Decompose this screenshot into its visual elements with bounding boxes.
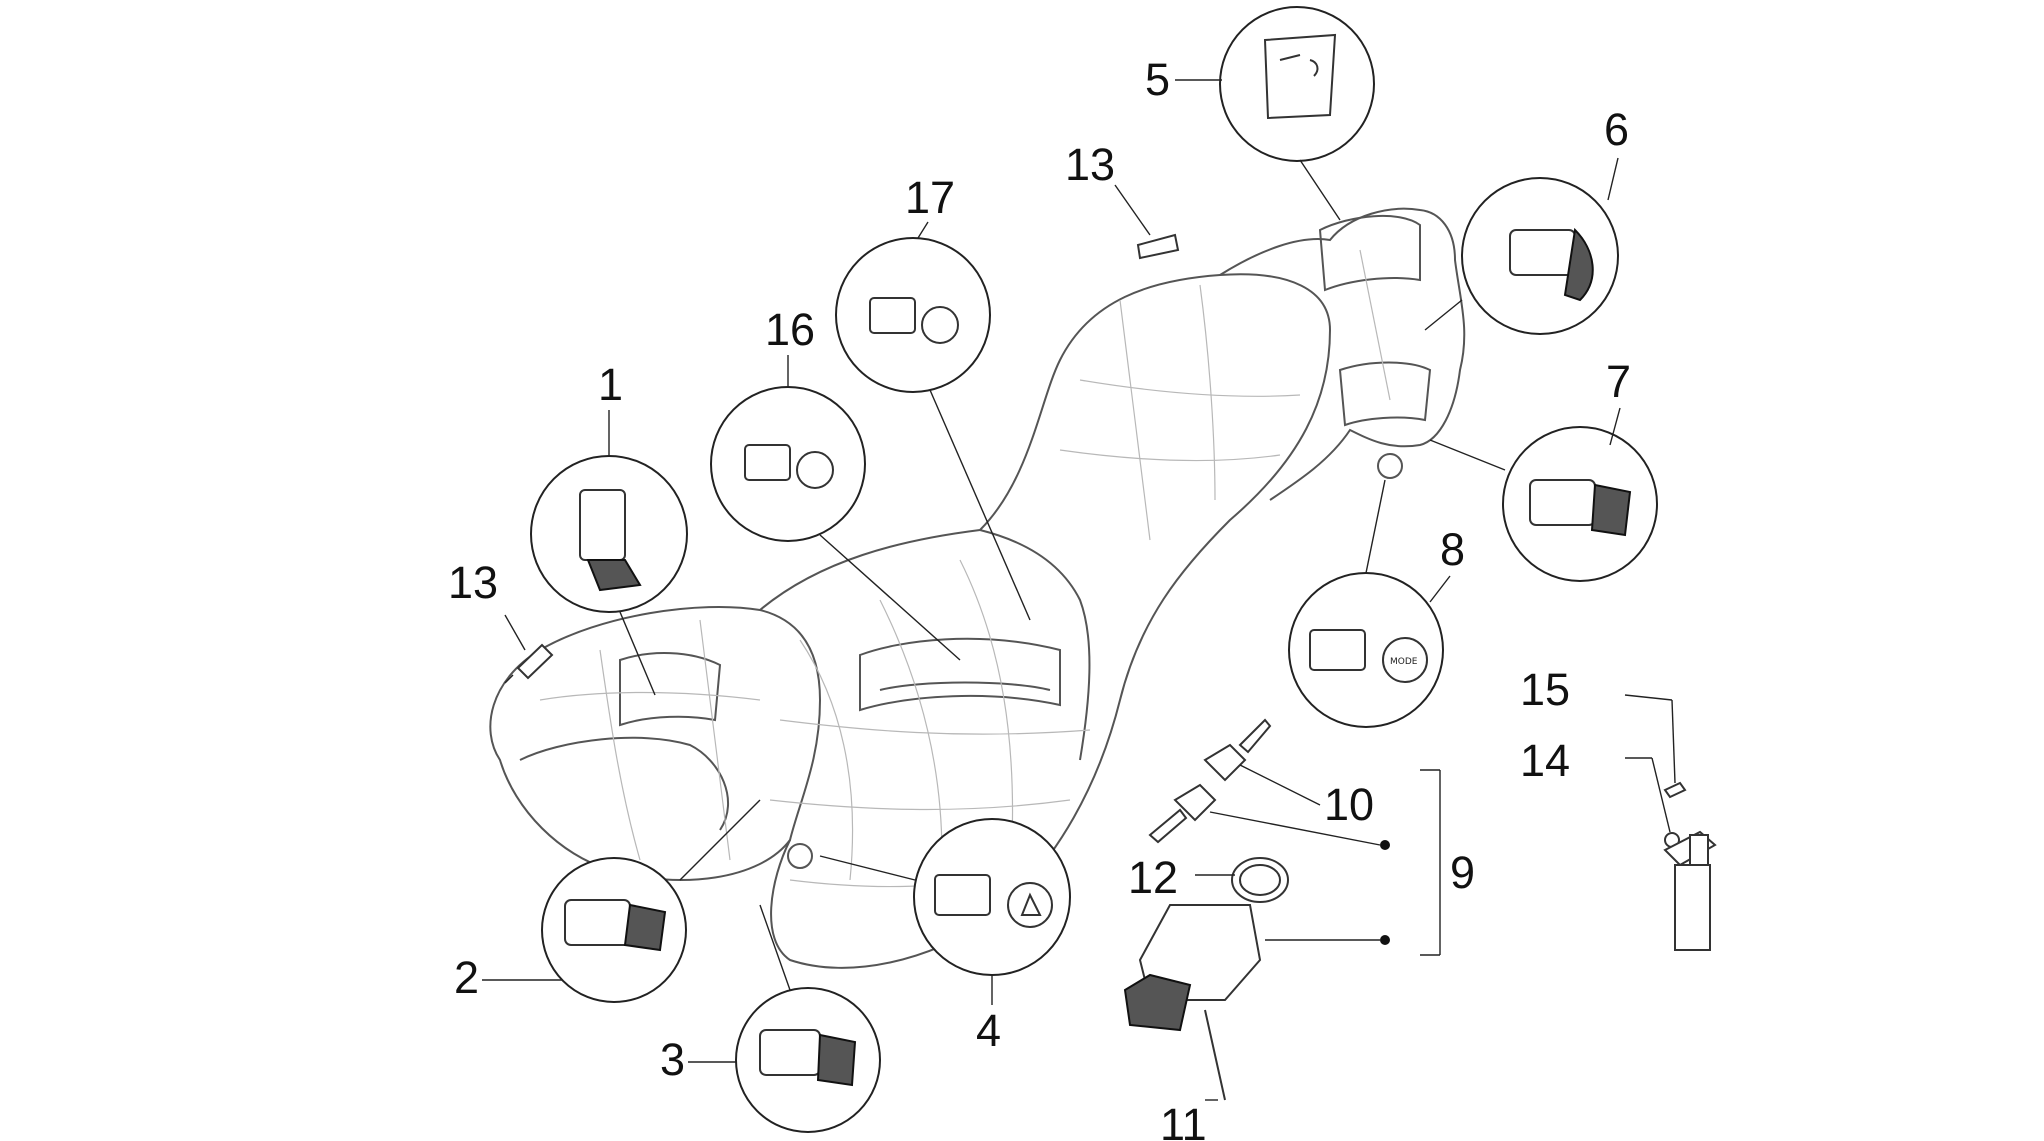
callout-1: 1 [598, 359, 623, 410]
callout-15: 15 [1520, 664, 1570, 715]
callout-2: 2 [454, 952, 479, 1003]
mode-label: MODE [1390, 657, 1418, 667]
callout-16: 16 [765, 304, 815, 355]
callout-8: 8 [1440, 524, 1465, 575]
detail-switch-17 [835, 237, 1031, 621]
callout-6: 6 [1604, 104, 1629, 155]
callout-7: 7 [1606, 356, 1631, 407]
callout-4: 4 [976, 1005, 1001, 1056]
detail-switch-7 [1429, 426, 1658, 582]
detail-switch-6 [1424, 177, 1619, 335]
ignition-lock-group [1123, 718, 1441, 1101]
bulb-13-left [504, 614, 554, 684]
handlebar-assembly [489, 207, 1466, 969]
callout-10: 10 [1324, 779, 1374, 830]
callout-11: 11 [1160, 1099, 1207, 1141]
detail-switch-8: MODE [1288, 479, 1444, 728]
callout-17: 17 [905, 172, 955, 223]
detail-switch-2 [541, 799, 761, 1003]
detail-switch-3 [735, 904, 881, 1133]
callouts: 1 2 3 4 5 6 7 8 9 10 11 12 13 13 14 15 1… [448, 54, 1631, 1141]
callout-13-left: 13 [448, 557, 498, 608]
detail-switch-4 [819, 818, 1071, 976]
stop-switch-14-15 [1624, 694, 1717, 951]
callout-12: 12 [1128, 852, 1178, 903]
callout-5: 5 [1145, 54, 1170, 105]
bulb-13-right [1114, 184, 1180, 260]
callout-9: 9 [1450, 847, 1475, 898]
callout-13-right: 13 [1065, 139, 1115, 190]
callout-14: 14 [1520, 735, 1570, 786]
detail-switch-5 [1219, 6, 1375, 221]
detail-switch-1 [530, 455, 688, 696]
detail-switch-16 [710, 386, 961, 661]
callout-3: 3 [660, 1034, 685, 1085]
